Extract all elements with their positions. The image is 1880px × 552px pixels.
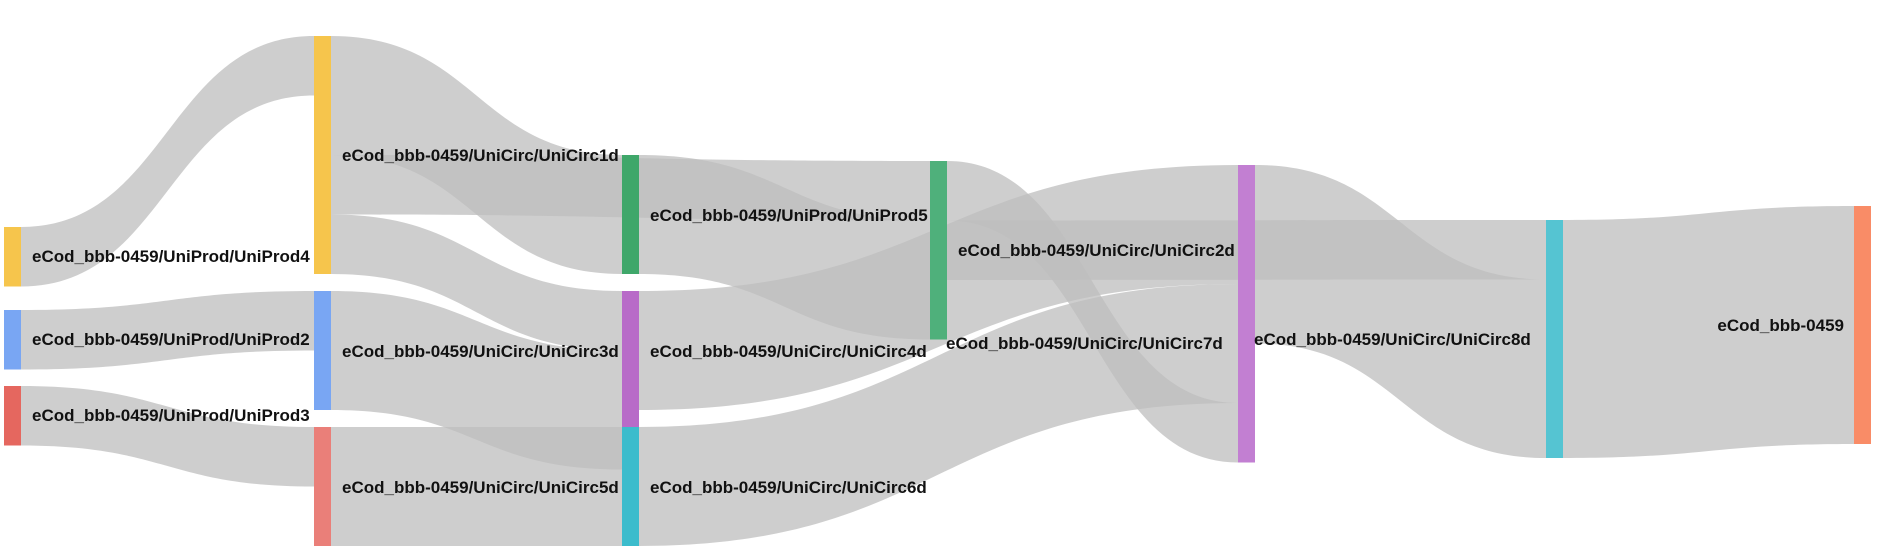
link-circ3-to-circ4	[331, 291, 622, 470]
node-circ6[interactable]	[622, 427, 639, 546]
node-circ1[interactable]	[314, 36, 331, 274]
node-label-circ7: eCod_bbb-0459/UniCirc/UniCirc7d	[946, 334, 1223, 353]
link-prod2-to-circ3	[21, 291, 314, 370]
node-prod5[interactable]	[622, 155, 639, 274]
link-circ6-to-circ7	[639, 284, 1238, 546]
node-circ7[interactable]	[1238, 165, 1255, 463]
node-label-circ8: eCod_bbb-0459/UniCirc/UniCirc8d	[1254, 330, 1531, 349]
link-circ7-to-circ8	[1255, 165, 1546, 458]
node-label-circ1: eCod_bbb-0459/UniCirc/UniCirc1d	[342, 146, 619, 165]
node-label-circ6: eCod_bbb-0459/UniCirc/UniCirc6d	[650, 478, 927, 497]
node-circ2[interactable]	[930, 161, 947, 340]
node-prod3[interactable]	[4, 386, 21, 446]
link-prod4-to-circ1	[21, 36, 314, 287]
link-circ1-to-circ4	[331, 214, 622, 351]
node-circ8[interactable]	[1546, 220, 1563, 458]
node-label-prod3: eCod_bbb-0459/UniProd/UniProd3	[32, 406, 310, 425]
node-prod2[interactable]	[4, 310, 21, 370]
node-label-circ5: eCod_bbb-0459/UniCirc/UniCirc5d	[342, 478, 619, 497]
link-prod3-to-circ5	[21, 386, 314, 487]
node-label-circ2: eCod_bbb-0459/UniCirc/UniCirc2d	[958, 241, 1235, 260]
node-circ3[interactable]	[314, 291, 331, 410]
node-final[interactable]	[1854, 206, 1871, 444]
node-circ4[interactable]	[622, 291, 639, 470]
link-circ8-to-final	[1563, 206, 1854, 458]
node-circ5[interactable]	[314, 427, 331, 546]
node-label-prod4: eCod_bbb-0459/UniProd/UniProd4	[32, 247, 310, 266]
link-circ5-to-circ6	[331, 427, 622, 546]
node-label-prod2: eCod_bbb-0459/UniProd/UniProd2	[32, 330, 310, 349]
node-prod4[interactable]	[4, 227, 21, 287]
sankey-labels: eCod_bbb-0459/UniProd/UniProd4 eCod_bbb-0…	[32, 146, 1844, 497]
node-label-circ4: eCod_bbb-0459/UniCirc/UniCirc4d	[650, 342, 927, 361]
node-label-prod5: eCod_bbb-0459/UniProd/UniProd5	[650, 206, 928, 225]
node-label-circ3: eCod_bbb-0459/UniCirc/UniCirc3d	[342, 342, 619, 361]
node-label-final: eCod_bbb-0459	[1717, 316, 1844, 335]
sankey-nodes	[4, 36, 1871, 546]
